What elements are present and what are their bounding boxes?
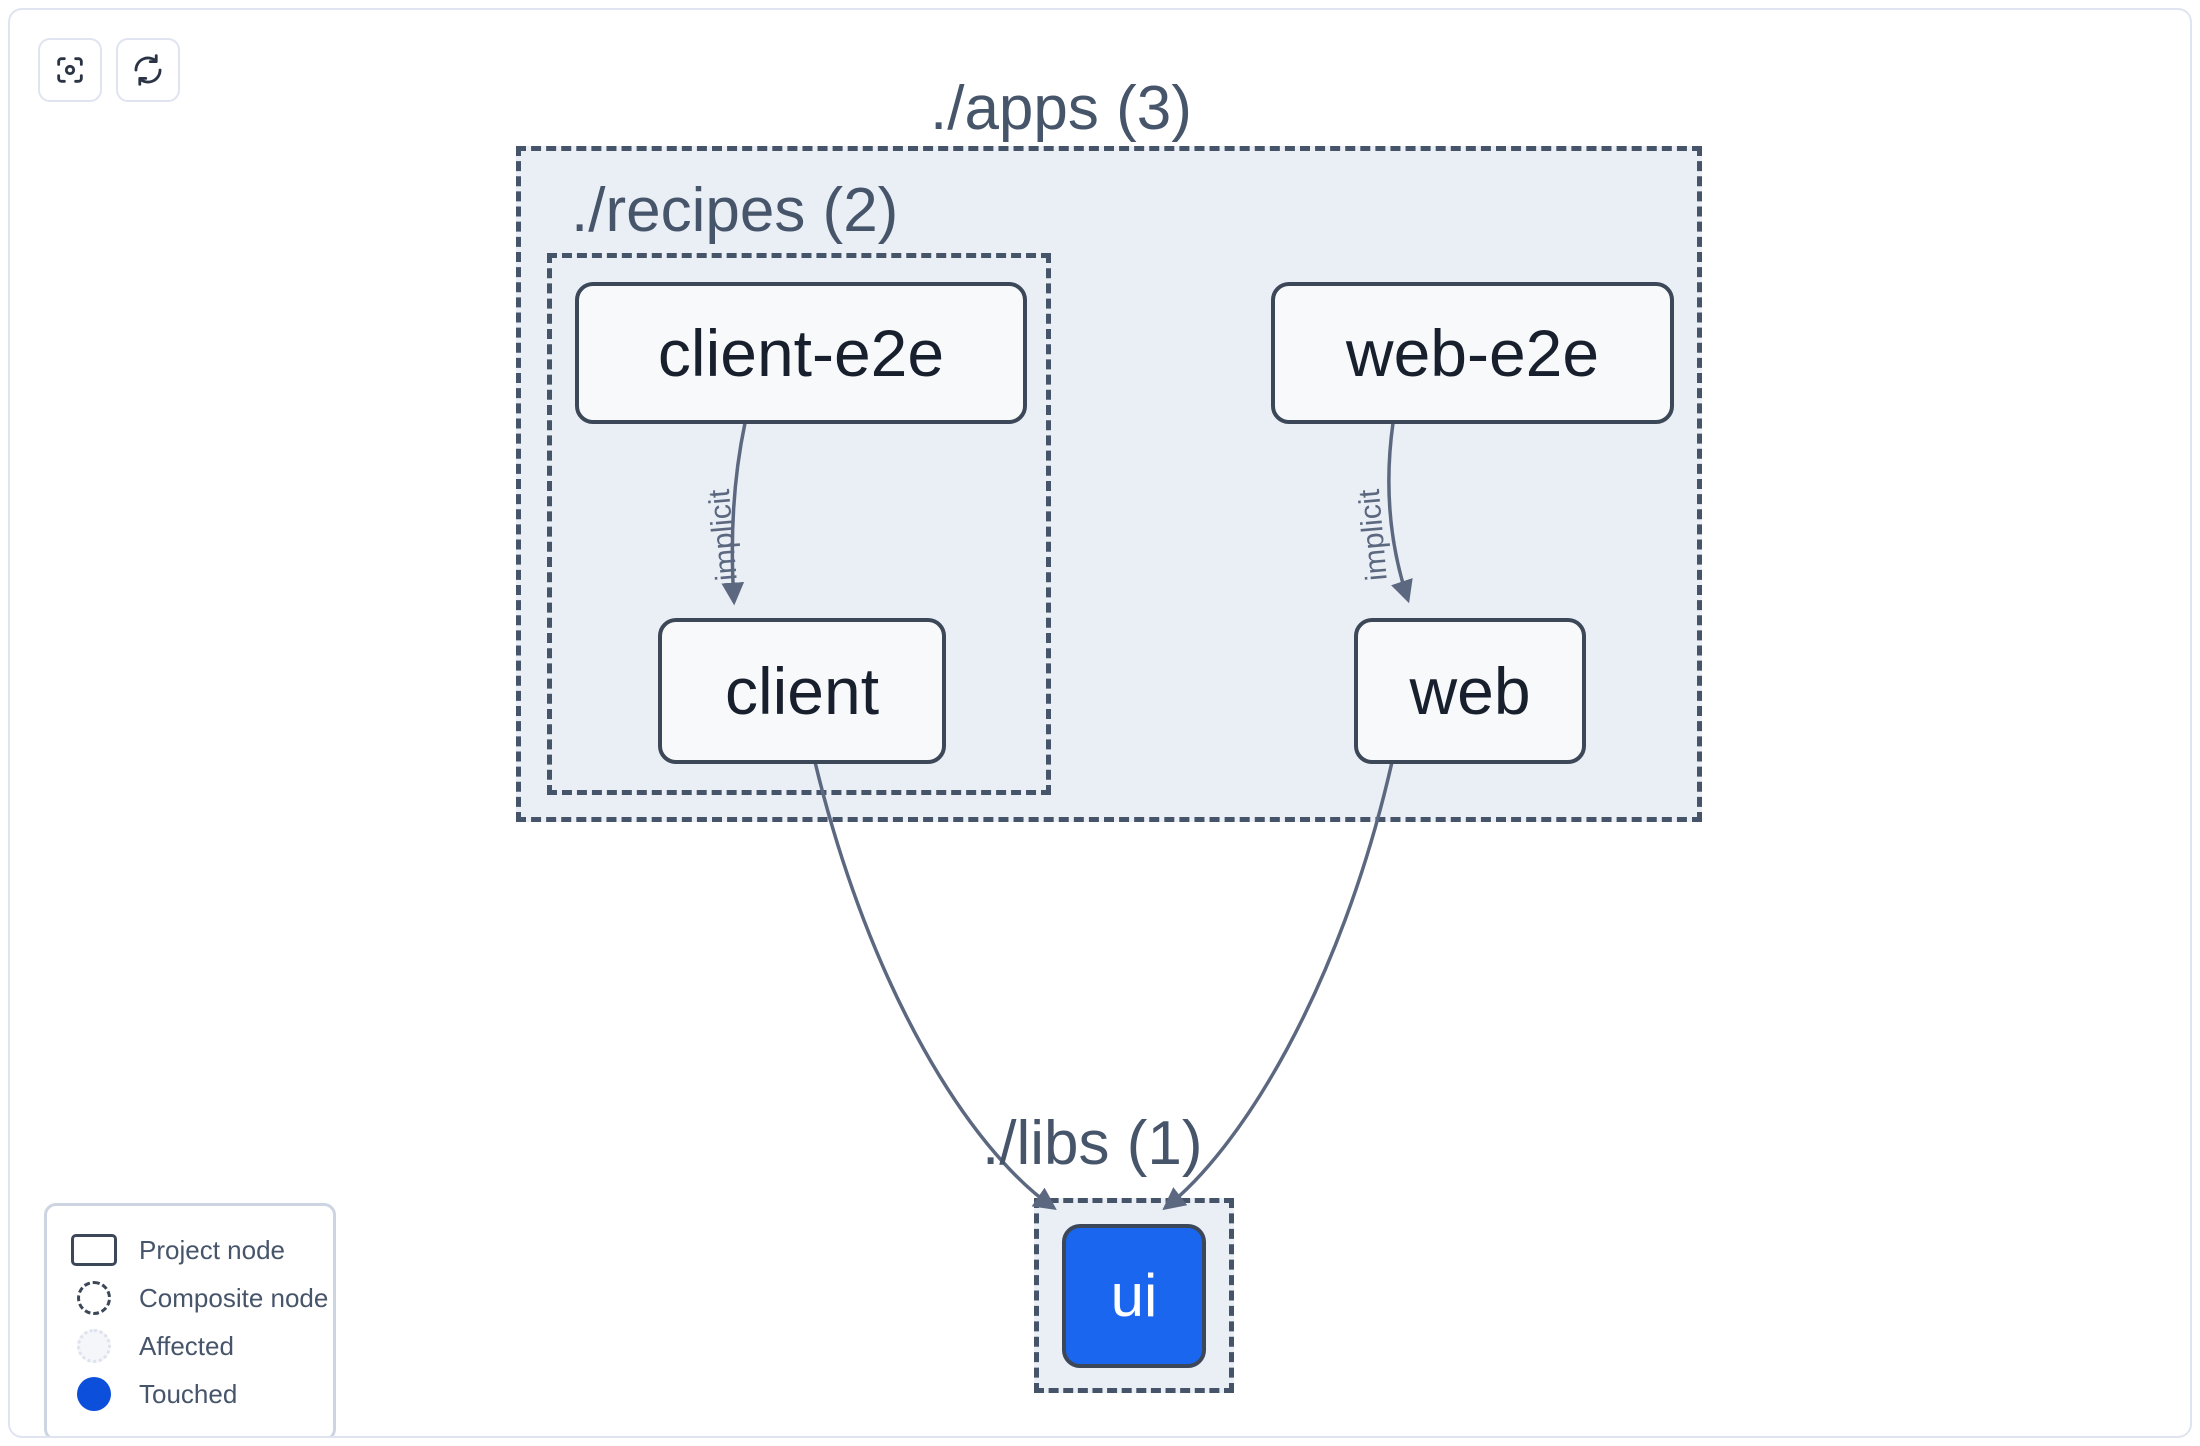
node-web[interactable]: web (1354, 618, 1586, 764)
group-label-recipes: ./recipes (2) (571, 176, 899, 245)
refresh-graph-button[interactable] (116, 38, 180, 102)
node-client-e2e[interactable]: client-e2e (575, 282, 1027, 424)
edge-label-client-e2e-implicit: implicit (702, 487, 744, 583)
legend-item-project-node: Project node (71, 1226, 313, 1274)
composite-node-swatch (71, 1281, 117, 1315)
node-client[interactable]: client (658, 618, 946, 764)
refresh-icon (131, 53, 165, 87)
group-label-apps: ./apps (3) (930, 74, 1192, 143)
edge-label-web-e2e-implicit: implicit (1352, 487, 1394, 583)
legend-item-touched: Touched (71, 1370, 313, 1418)
legend-item-affected: Affected (71, 1322, 313, 1370)
touched-swatch (71, 1377, 117, 1411)
legend-label-project-node: Project node (139, 1235, 285, 1265)
focus-graph-button[interactable] (38, 38, 102, 102)
affected-swatch (71, 1329, 117, 1363)
focus-scan-icon (53, 53, 87, 87)
project-node-swatch (71, 1233, 117, 1267)
legend-label-touched: Touched (139, 1379, 238, 1409)
node-web-e2e[interactable]: web-e2e (1271, 282, 1674, 424)
node-ui[interactable]: ui (1062, 1224, 1206, 1368)
group-label-libs: ./libs (1) (982, 1109, 1203, 1178)
legend-item-composite-node: Composite node (71, 1274, 328, 1322)
legend-label-composite-node: Composite node (139, 1283, 329, 1313)
graph-legend: Project node Composite node Affected Tou… (44, 1203, 336, 1436)
legend-label-affected: Affected (139, 1331, 234, 1361)
project-graph-canvas[interactable]: ./apps (3) ./recipes (2) ./libs (1) impl… (8, 8, 2192, 1438)
graph-toolbar (38, 38, 180, 102)
